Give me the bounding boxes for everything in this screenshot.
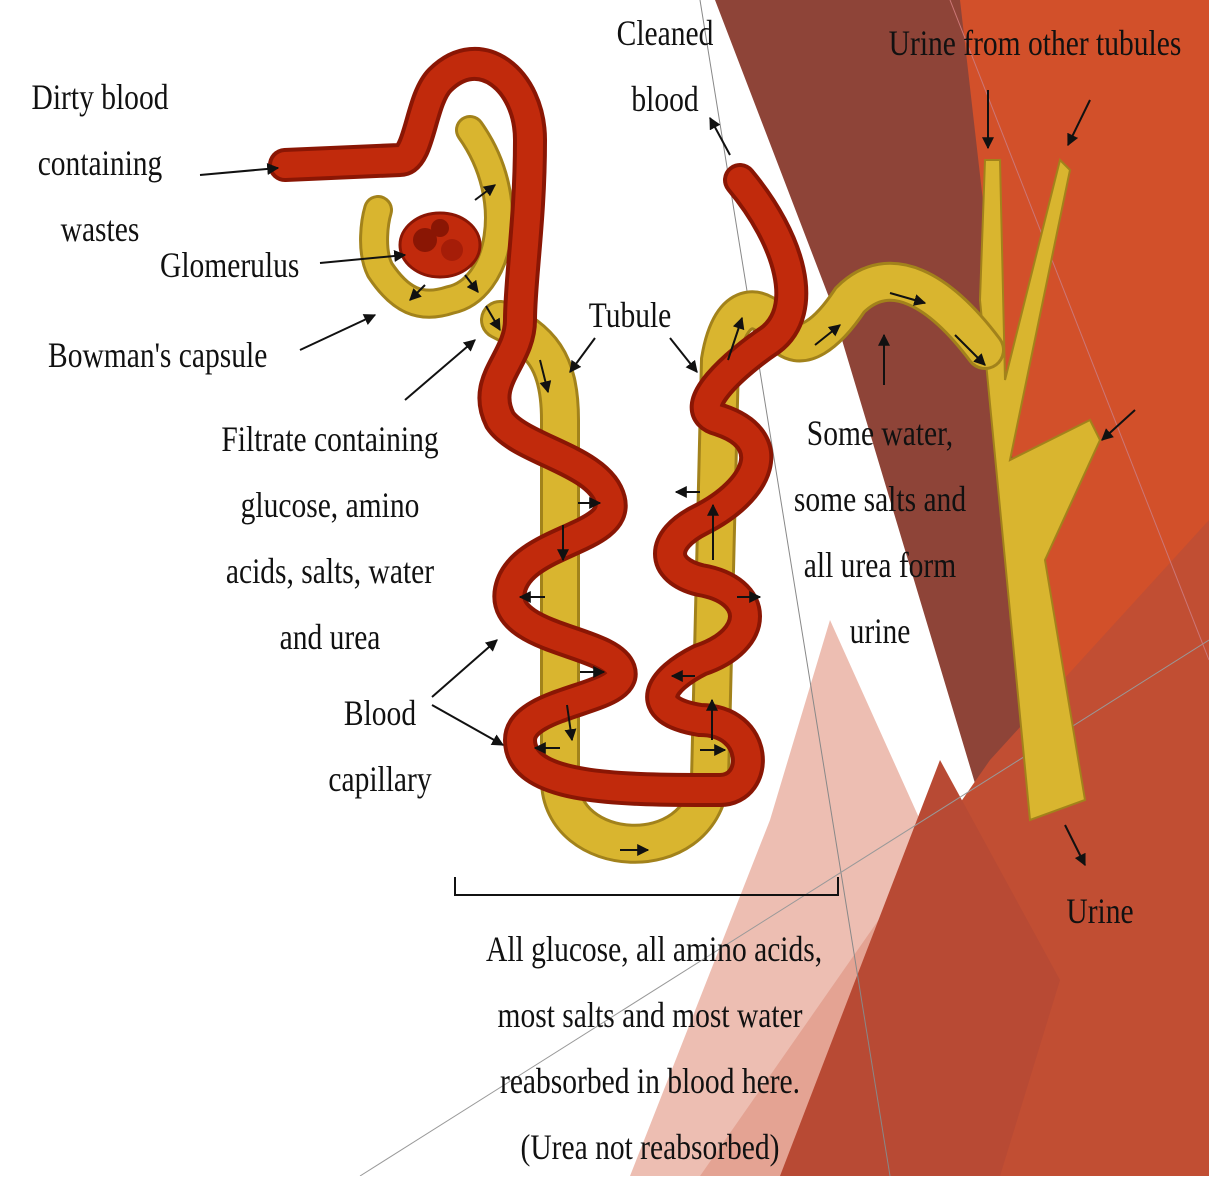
reabsorption-bracket [455,877,838,895]
arrow-urine-other-3 [1102,410,1135,440]
label-blood-capillary: Blood capillary [314,680,445,812]
label-glomerulus: Glomerulus [160,232,299,298]
label-some-water: Some water, some salts and all urea form… [790,400,970,664]
arrow-bowmans-capsule [300,315,375,350]
label-bowmans-capsule: Bowman's capsule [48,322,267,388]
arrow-urine-other-2 [1068,100,1090,145]
label-urine: Urine [1051,878,1149,944]
label-dirty-blood: Dirty blood containing wastes [26,64,174,262]
label-reabsorbed: All glucose, all amino acids, most salts… [486,916,814,1180]
label-tubule: Tubule [581,282,679,348]
arrow-dirty-blood [200,168,278,175]
label-cleaned-blood: Cleaned blood [604,0,727,132]
label-filtrate: Filtrate containing glucose, amino acids… [215,406,445,670]
label-urine-from-other-tubules: Urine from other tubules [875,10,1195,76]
arrow-urine [1065,825,1085,865]
arrow-filtrate [405,340,475,400]
collecting-duct [980,160,1100,820]
glomerulus [400,213,480,277]
